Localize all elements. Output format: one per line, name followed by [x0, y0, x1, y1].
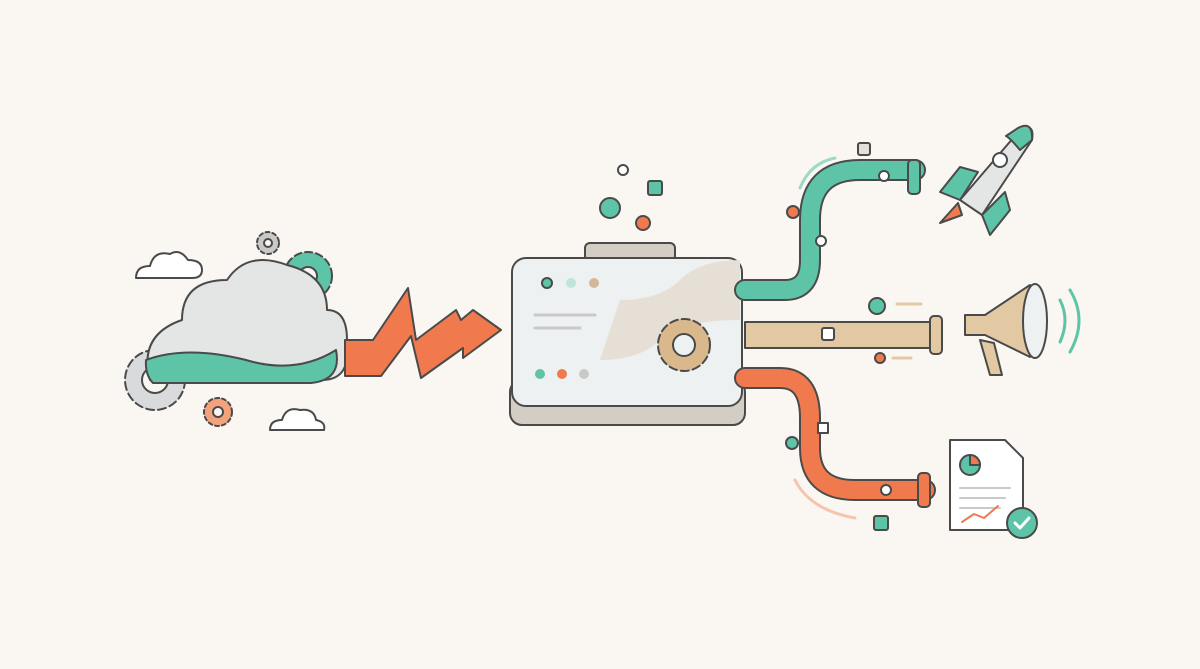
- check-circle-icon: [1006, 507, 1038, 539]
- megaphone-icon: [964, 283, 1081, 376]
- pipe-orange: [734, 367, 936, 501]
- lightning-arrow-icon: [344, 287, 502, 379]
- rocket-icon: [939, 124, 1034, 236]
- pipe-teal: [734, 159, 926, 301]
- report-document-icon: [949, 439, 1024, 531]
- particles: [599, 142, 889, 531]
- pipe-tan: [744, 321, 936, 349]
- small-cloud-icon: [135, 251, 326, 431]
- server-machine-icon: [509, 242, 746, 426]
